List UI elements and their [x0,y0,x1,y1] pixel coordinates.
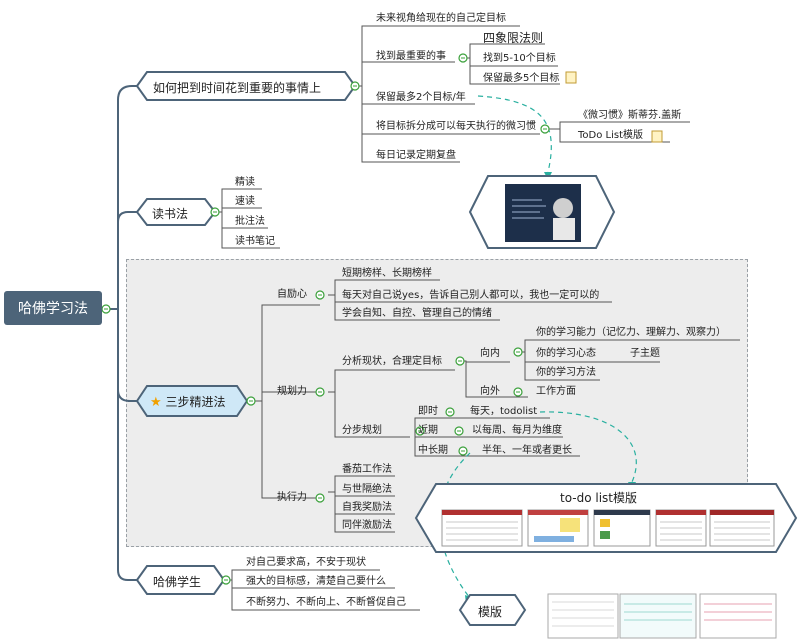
execution-item-pomodoro[interactable]: 番茄工作法 [342,464,392,475]
self-motivation-item-say-yes[interactable]: 每天对自己说yes，告诉自己别人都可以，我也一定可以的 [342,290,600,301]
plan-near[interactable]: 近期 [418,425,438,436]
plan-near-item[interactable]: 以每周、每月为维度 [472,425,562,436]
template-node-title[interactable]: 模版 [478,605,503,619]
star-icon: ★ [150,395,162,410]
book-micro-habits[interactable]: 《微习惯》斯蒂芬.盖斯 [578,110,682,121]
four-quadrant-label[interactable]: 四象限法则 [483,31,544,45]
plan-long[interactable]: 中长期 [418,445,448,456]
plan-immediate[interactable]: 即时 [418,406,438,417]
inward-item-ability[interactable]: 你的学习能力（记忆力、理解力、观察力） [536,327,726,338]
reading-item-notes[interactable]: 读书笔记 [235,236,275,247]
time-item-future-goal[interactable]: 未来视角给现在的自己定目标 [376,13,506,24]
plan-immediate-item[interactable]: 每天，todolist [470,406,538,417]
todo-template-link[interactable]: ToDo List模版 [578,130,644,141]
self-motivation-label[interactable]: 自励心 [277,289,307,300]
reading-item-intensive[interactable]: 精读 [235,177,255,188]
time-sub-keep-goals[interactable]: 保留最多5个目标 [483,73,560,84]
time-item-micro-habit[interactable]: 将目标拆分成可以每天执行的微习惯 [376,121,536,132]
inward-item-mindset[interactable]: 你的学习心态 [536,348,596,359]
execution-item-peer[interactable]: 同伴激励法 [342,520,392,531]
branch-steps-label: 三步精进法 [165,395,226,409]
execution-item-self-reward[interactable]: 自我奖励法 [342,502,392,513]
student-item-goal-sense[interactable]: 强大的目标感，清楚自己要什么 [246,576,386,587]
root-node[interactable]: 哈佛学习法 [4,291,102,325]
execution-label[interactable]: 执行力 [277,492,307,503]
time-item-keep-two[interactable]: 保留最多2个目标/年 [376,92,466,103]
time-item-important[interactable]: 找到最重要的事 [376,51,446,62]
inward-item-method[interactable]: 你的学习方法 [536,367,596,378]
branch-steps-title[interactable]: ★ 三步精进法 [150,393,226,410]
plan-long-item[interactable]: 半年、一年或者更长 [482,445,572,456]
subtopic-label[interactable]: 子主题 [630,348,660,359]
planning-step-plan[interactable]: 分步规划 [342,425,382,436]
time-sub-find-goals[interactable]: 找到5-10个目标 [483,53,556,64]
student-item-high-standards[interactable]: 对自己要求高，不安于现状 [246,557,366,568]
student-item-keep-going[interactable]: 不断努力、不断向上、不断督促自己 [246,597,406,608]
branch-reading-title[interactable]: 读书法 [152,207,189,221]
outward-item-work[interactable]: 工作方面 [536,386,576,397]
execution-item-isolation[interactable]: 与世隔绝法 [342,484,392,495]
planning-label[interactable]: 规划力 [277,386,307,397]
branch-time-title[interactable]: 如何把到时间花到重要的事情上 [153,81,322,95]
time-item-daily-review[interactable]: 每日记录定期复盘 [376,150,456,161]
reading-item-speed[interactable]: 速读 [235,196,255,207]
todo-panel-title[interactable]: to-do list模版 [560,491,637,505]
planning-outward[interactable]: 向外 [480,386,500,397]
branch-harvard-student-title[interactable]: 哈佛学生 [153,575,202,589]
planning-inward[interactable]: 向内 [480,348,500,359]
self-motivation-item-self-control[interactable]: 学会自知、自控、管理自己的情绪 [342,308,492,319]
planning-analyze[interactable]: 分析现状，合理定目标 [342,356,442,367]
self-motivation-item-role-models[interactable]: 短期榜样、长期榜样 [342,268,432,279]
reading-item-annotation[interactable]: 批注法 [235,216,265,227]
